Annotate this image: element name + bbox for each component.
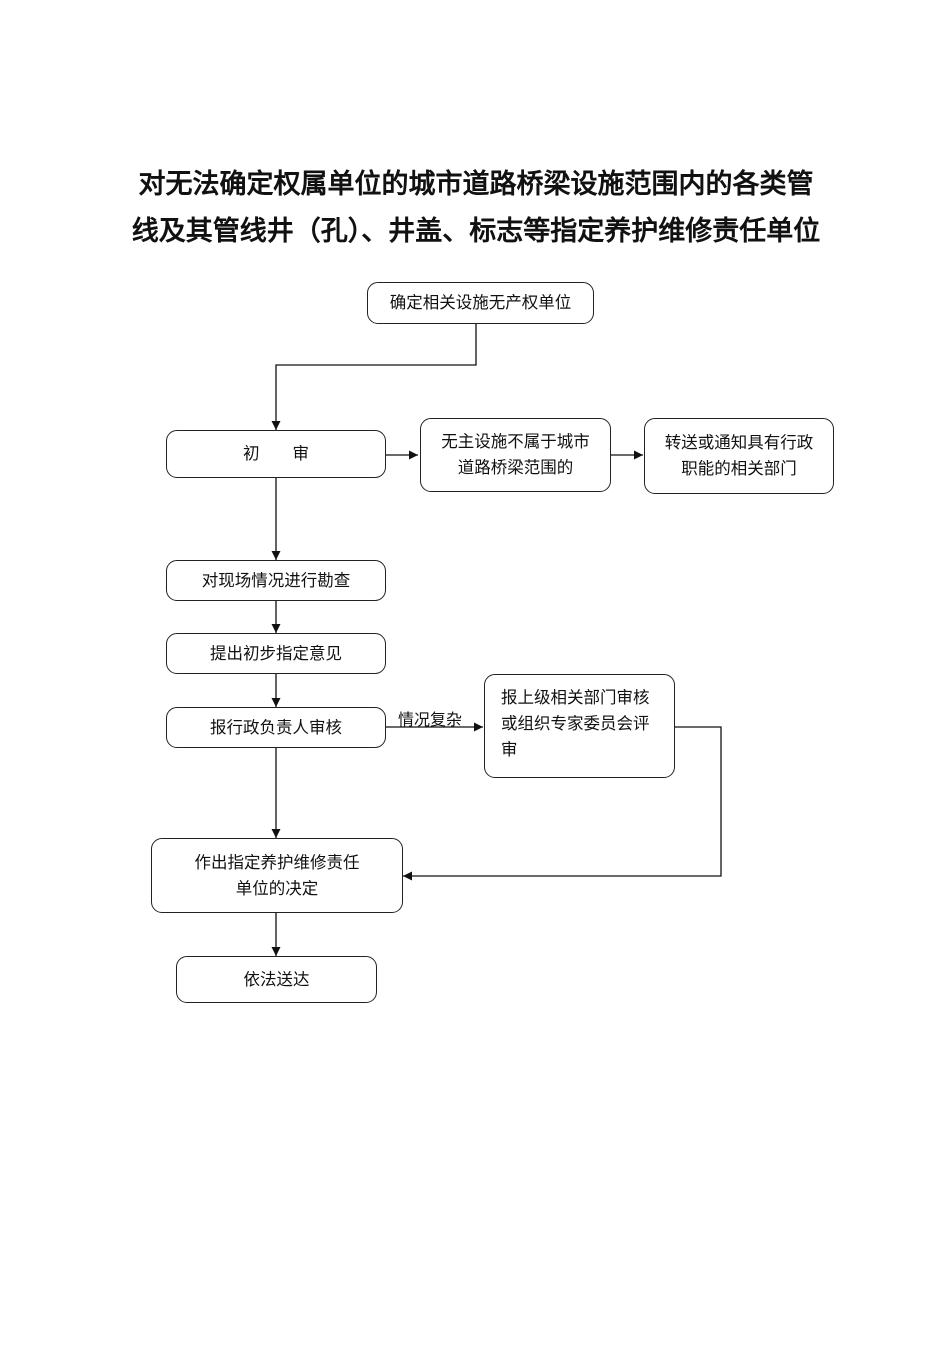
node-initial-review-label: 初 审: [243, 444, 309, 463]
node-legal-delivery-label: 依法送达: [243, 969, 310, 989]
node-transfer-authority: 转送或通知具有行政 职能的相关部门: [644, 418, 834, 494]
node-preliminary-opinion-label: 提出初步指定意见: [210, 643, 342, 663]
arrow-upper-to-decision: [403, 726, 722, 881]
node-initial-review: 初 审: [166, 430, 386, 478]
node-no-owner-line-2: 道路桥梁范围的: [457, 458, 574, 477]
node-site-survey: 对现场情况进行勘查: [166, 560, 386, 601]
node-no-owner-not-road: 无主设施不属于城市 道路桥梁范围的: [420, 418, 611, 492]
node-transfer-line-2: 职能的相关部门: [681, 459, 797, 478]
title-line-2: 线及其管线井（孔）、井盖、标志等指定养护维修责任单位: [131, 216, 821, 247]
node-decision-line-1: 作出指定养护维修责任: [194, 852, 360, 872]
node-preliminary-opinion: 提出初步指定意见: [166, 633, 386, 674]
node-transfer-line-1: 转送或通知具有行政: [664, 433, 814, 452]
title-line-1: 对无法确定权属单位的城市道路桥梁设施范围内的各类管: [138, 169, 814, 200]
arrow-confirm-to-review: [271, 324, 477, 430]
node-report-upper-line-2: 或组织专家委员会评: [501, 714, 650, 733]
node-decision-line-2: 单位的决定: [235, 878, 319, 898]
node-legal-delivery: 依法送达: [176, 956, 377, 1003]
node-site-survey-label: 对现场情况进行勘查: [201, 570, 351, 590]
node-report-upper-line-3: 审: [501, 740, 518, 759]
node-confirm-no-owner: 确定相关设施无产权单位: [367, 282, 594, 324]
edge-label-complex: 情况复杂: [398, 710, 463, 729]
node-report-upper-dept: 报上级相关部门审核 或组织专家委员会评 审: [484, 674, 675, 778]
node-designation-decision: 作出指定养护维修责任 单位的决定: [151, 838, 403, 913]
node-report-admin-head-label: 报行政负责人审核: [210, 717, 342, 737]
node-no-owner-line-1: 无主设施不属于城市: [441, 432, 590, 451]
node-confirm-no-owner-label: 确定相关设施无产权单位: [389, 293, 572, 312]
node-report-upper-line-1: 报上级相关部门审核: [501, 688, 650, 707]
node-report-admin-head: 报行政负责人审核: [166, 707, 386, 748]
